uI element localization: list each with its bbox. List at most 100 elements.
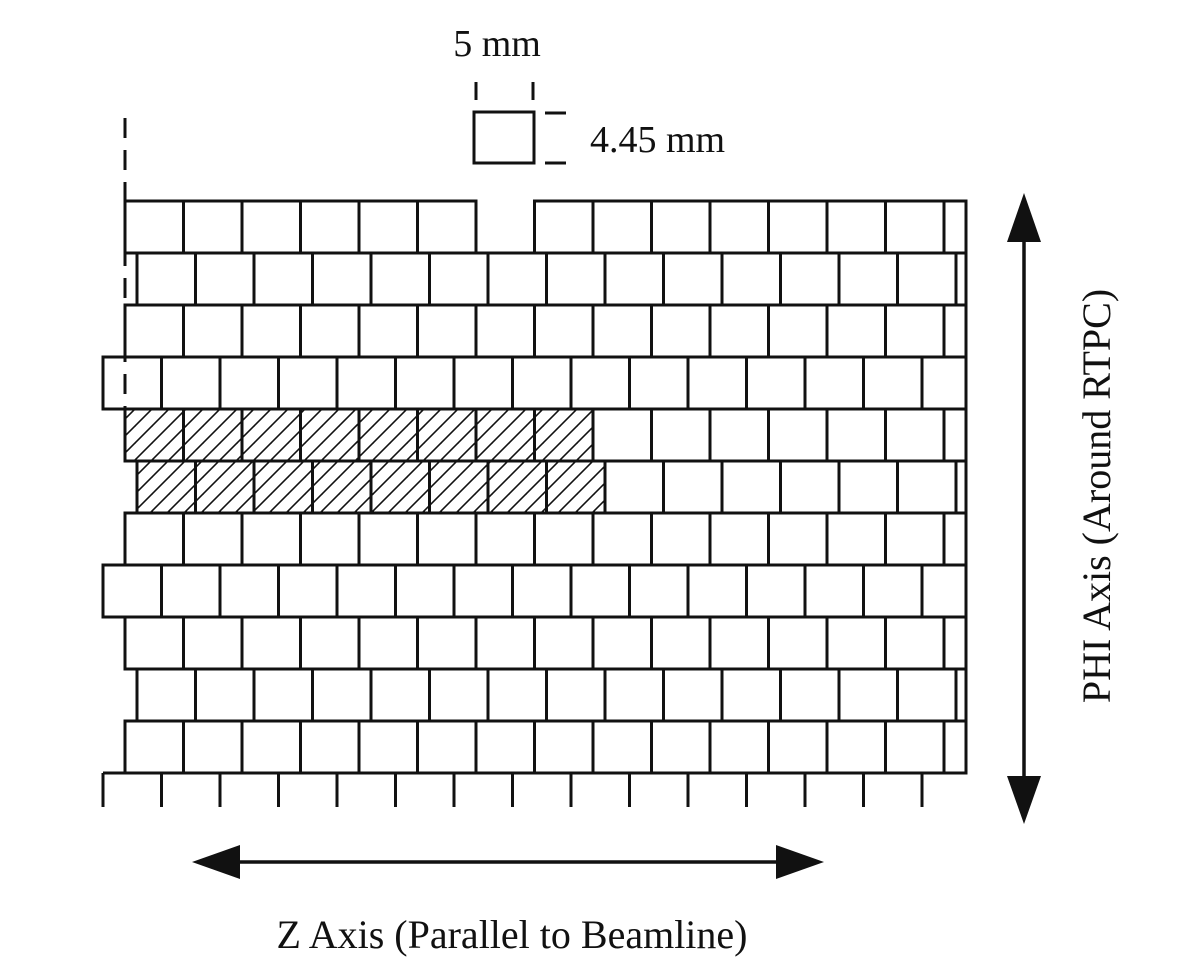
- pad: [394, 355, 456, 411]
- pad: [452, 563, 514, 619]
- pad: [650, 407, 712, 463]
- pad: [720, 459, 782, 515]
- pad: [194, 251, 256, 307]
- pad: [920, 355, 968, 411]
- pad: [486, 251, 548, 307]
- pad: [779, 251, 841, 307]
- width-dimension-marker: [474, 82, 535, 100]
- pad: [545, 251, 607, 307]
- pad: [182, 303, 244, 359]
- pad: [335, 563, 397, 619]
- pad: [825, 615, 887, 671]
- pad: [394, 563, 456, 619]
- pad: [896, 667, 958, 723]
- pad: [779, 667, 841, 723]
- pad: [311, 667, 373, 723]
- pad: [533, 303, 595, 359]
- pad: [862, 563, 924, 619]
- pad: [884, 407, 946, 463]
- pad: [708, 199, 770, 255]
- pad: [357, 719, 419, 775]
- pad: [825, 511, 887, 567]
- pad: [650, 511, 712, 567]
- pad: [920, 563, 968, 619]
- pad: [182, 199, 244, 255]
- pad: [896, 459, 958, 515]
- reference-pad: [472, 110, 536, 165]
- pad: [240, 511, 302, 567]
- pad: [837, 667, 899, 723]
- pad: [474, 615, 536, 671]
- pad: [942, 511, 968, 567]
- hatched-pad: [474, 407, 536, 463]
- pad: [135, 667, 197, 723]
- hatched-pad: [311, 459, 373, 515]
- pad: [628, 355, 690, 411]
- pad: [416, 719, 478, 775]
- pad: [591, 303, 653, 359]
- pad: [662, 667, 724, 723]
- pad: [252, 251, 314, 307]
- pad: [896, 251, 958, 307]
- pad: [357, 615, 419, 671]
- hatched-pad: [357, 407, 419, 463]
- pad: [123, 511, 185, 567]
- pad: [745, 563, 807, 619]
- hatched-pad: [135, 459, 197, 515]
- pad: [837, 459, 899, 515]
- pad: [123, 615, 185, 671]
- pad: [416, 511, 478, 567]
- pad: [218, 563, 280, 619]
- pad: [708, 615, 770, 671]
- pad: [942, 199, 968, 255]
- pad: [277, 563, 339, 619]
- pad: [708, 303, 770, 359]
- pad: [416, 303, 478, 359]
- hatched-pad: [416, 407, 478, 463]
- pad: [123, 719, 185, 775]
- pad: [686, 355, 748, 411]
- pad: [160, 563, 222, 619]
- pad: [767, 615, 829, 671]
- pad: [311, 251, 373, 307]
- pad: [954, 667, 968, 723]
- hatched-pad: [428, 459, 490, 515]
- pad: [428, 251, 490, 307]
- hatched-pad: [369, 459, 431, 515]
- pad: [533, 615, 595, 671]
- pad: [569, 563, 631, 619]
- pad: [545, 667, 607, 723]
- pad: [182, 719, 244, 775]
- pad: [218, 355, 280, 411]
- pad: [240, 719, 302, 775]
- pad: [837, 251, 899, 307]
- hatched-pad: [123, 407, 185, 463]
- phi-axis-label: PHI Axis (Around RTPC): [1074, 289, 1119, 703]
- pad: [299, 511, 361, 567]
- pad: [767, 719, 829, 775]
- hatched-pad: [240, 407, 302, 463]
- pad: [591, 407, 653, 463]
- pad: [182, 615, 244, 671]
- pad: [825, 199, 887, 255]
- pad: [662, 251, 724, 307]
- hatched-pad: [182, 407, 244, 463]
- pad: [452, 355, 514, 411]
- pad: [803, 563, 865, 619]
- pad: [428, 667, 490, 723]
- pad: [720, 667, 782, 723]
- pad-height-label: 4.45 mm: [590, 119, 725, 161]
- pad: [591, 719, 653, 775]
- pad: [357, 199, 419, 255]
- hatched-pad: [486, 459, 548, 515]
- pad: [884, 615, 946, 671]
- pad: [767, 511, 829, 567]
- pad: [182, 511, 244, 567]
- pad: [954, 459, 968, 515]
- pad: [194, 667, 256, 723]
- pad: [650, 199, 712, 255]
- pad: [123, 199, 185, 255]
- pad: [628, 563, 690, 619]
- pad: [591, 615, 653, 671]
- pad: [650, 719, 712, 775]
